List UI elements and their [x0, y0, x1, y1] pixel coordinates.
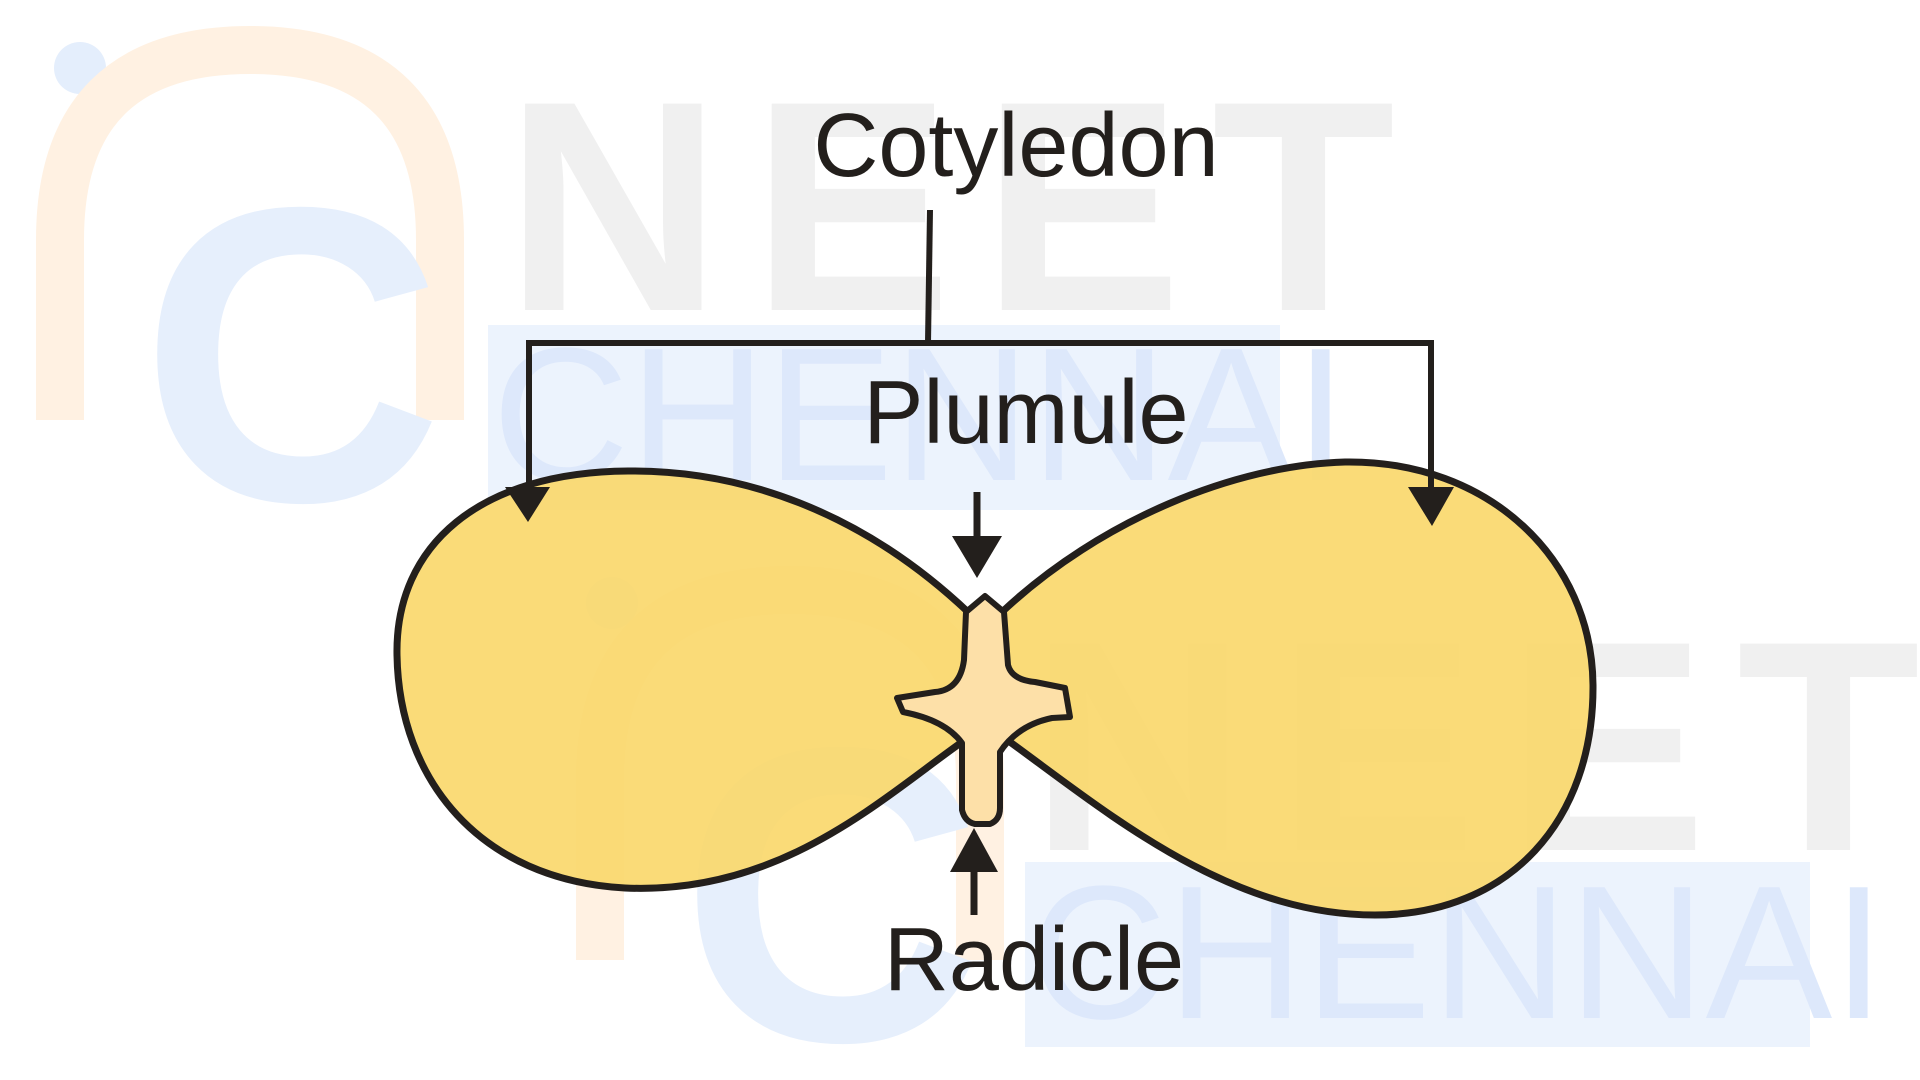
watermark-logo-letter: C	[140, 121, 443, 590]
watermark-neet-top: NEET	[505, 38, 1425, 374]
label-plumule: Plumule	[863, 363, 1188, 463]
arrowhead-plumule	[952, 536, 1002, 578]
arrowhead-cotyledon-right	[1408, 487, 1454, 526]
label-radicle: Radicle	[884, 910, 1184, 1010]
cotyledon-left	[393, 467, 972, 892]
arrowhead-radicle	[950, 828, 998, 872]
label-cotyledon: Cotyledon	[813, 96, 1218, 196]
embryo-axis	[894, 593, 1073, 827]
cotyledon-pointer	[526, 209, 1434, 488]
cotyledon-right	[998, 458, 1597, 919]
arrowhead-cotyledon-left	[505, 487, 550, 522]
watermark-logo-top: C	[36, 25, 464, 590]
